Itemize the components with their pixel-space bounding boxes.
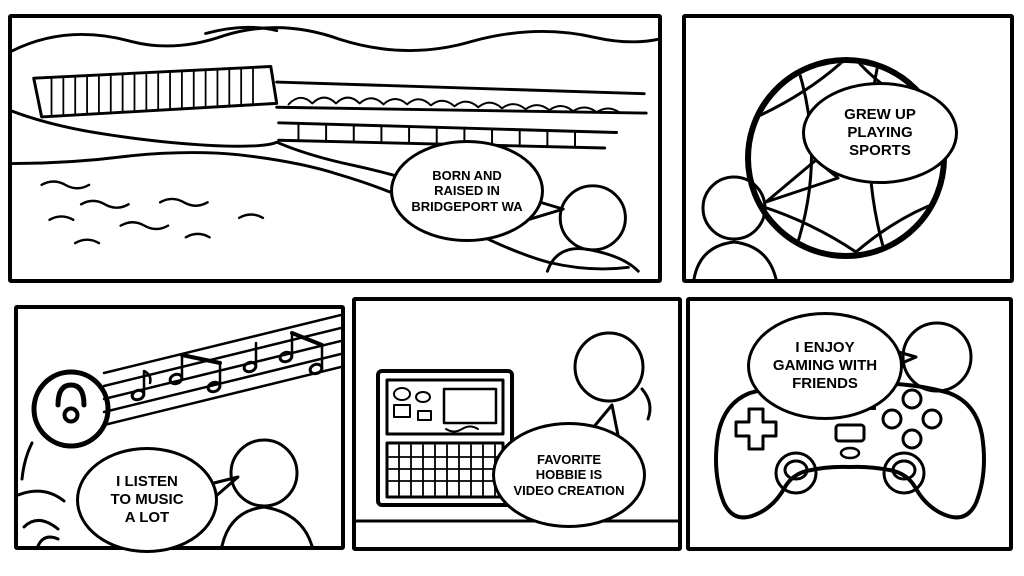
character-arm: [640, 387, 652, 421]
music-notes: [130, 331, 324, 402]
panel-bridgeport: BORN AND RAISED IN BRIDGEPORT WA: [8, 14, 662, 283]
speech-bubble-sports: GREW UP PLAYING SPORTS: [802, 82, 958, 184]
panel-sports: GREW UP PLAYING SPORTS: [682, 14, 1014, 283]
character-arm: [18, 441, 66, 546]
speech-bubble-gaming: I ENJOY GAMING WITH FRIENDS: [747, 312, 903, 420]
touchpad: [834, 423, 866, 443]
timeline-screen: [385, 441, 505, 499]
dpad: [734, 407, 778, 451]
spillway-deck: [275, 80, 648, 115]
music-staff: [102, 313, 341, 427]
controller-drawing: [714, 321, 986, 520]
joysticks: [774, 451, 926, 495]
dam-face: [32, 65, 279, 119]
character-head: [701, 175, 767, 241]
speech-bubble-video: FAVORITE HOBBIE IS VIDEO CREATION: [492, 422, 646, 528]
dam-landscape-drawing: [12, 25, 658, 273]
panel-gaming: I ENJOY GAMING WITH FRIENDS: [686, 297, 1013, 551]
character-head: [573, 331, 645, 403]
music-drawing: [18, 313, 341, 546]
water-squiggles: [40, 180, 265, 245]
mountains: [12, 26, 658, 53]
character-shoulder: [692, 240, 778, 279]
speech-bubble-bridgeport: BORN AND RAISED IN BRIDGEPORT WA: [390, 140, 544, 242]
editing-screen: [385, 378, 505, 436]
character-head: [558, 184, 627, 252]
panel-video: FAVORITE HOBBIE IS VIDEO CREATION: [352, 297, 682, 551]
character-head: [229, 438, 299, 508]
speech-bubble-music: I LISTEN TO MUSIC A LOT: [76, 447, 218, 553]
panel-music: I LISTEN TO MUSIC A LOT: [14, 305, 345, 553]
face-buttons: [881, 388, 943, 450]
game-controller: [714, 380, 986, 520]
character-head: [901, 321, 973, 393]
character-shoulder: [545, 247, 640, 273]
character-shoulder: [220, 505, 314, 546]
headphones-icon: [31, 369, 111, 449]
